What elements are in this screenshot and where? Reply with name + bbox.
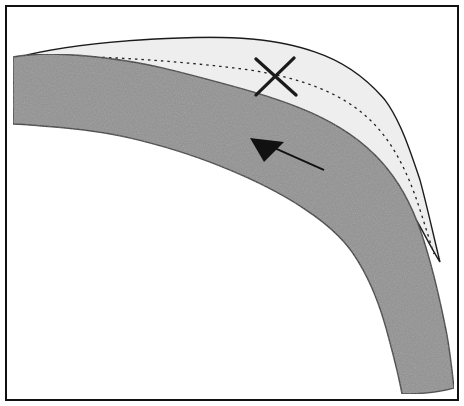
channel-diagram <box>0 0 464 406</box>
diagram-frame <box>0 0 464 406</box>
